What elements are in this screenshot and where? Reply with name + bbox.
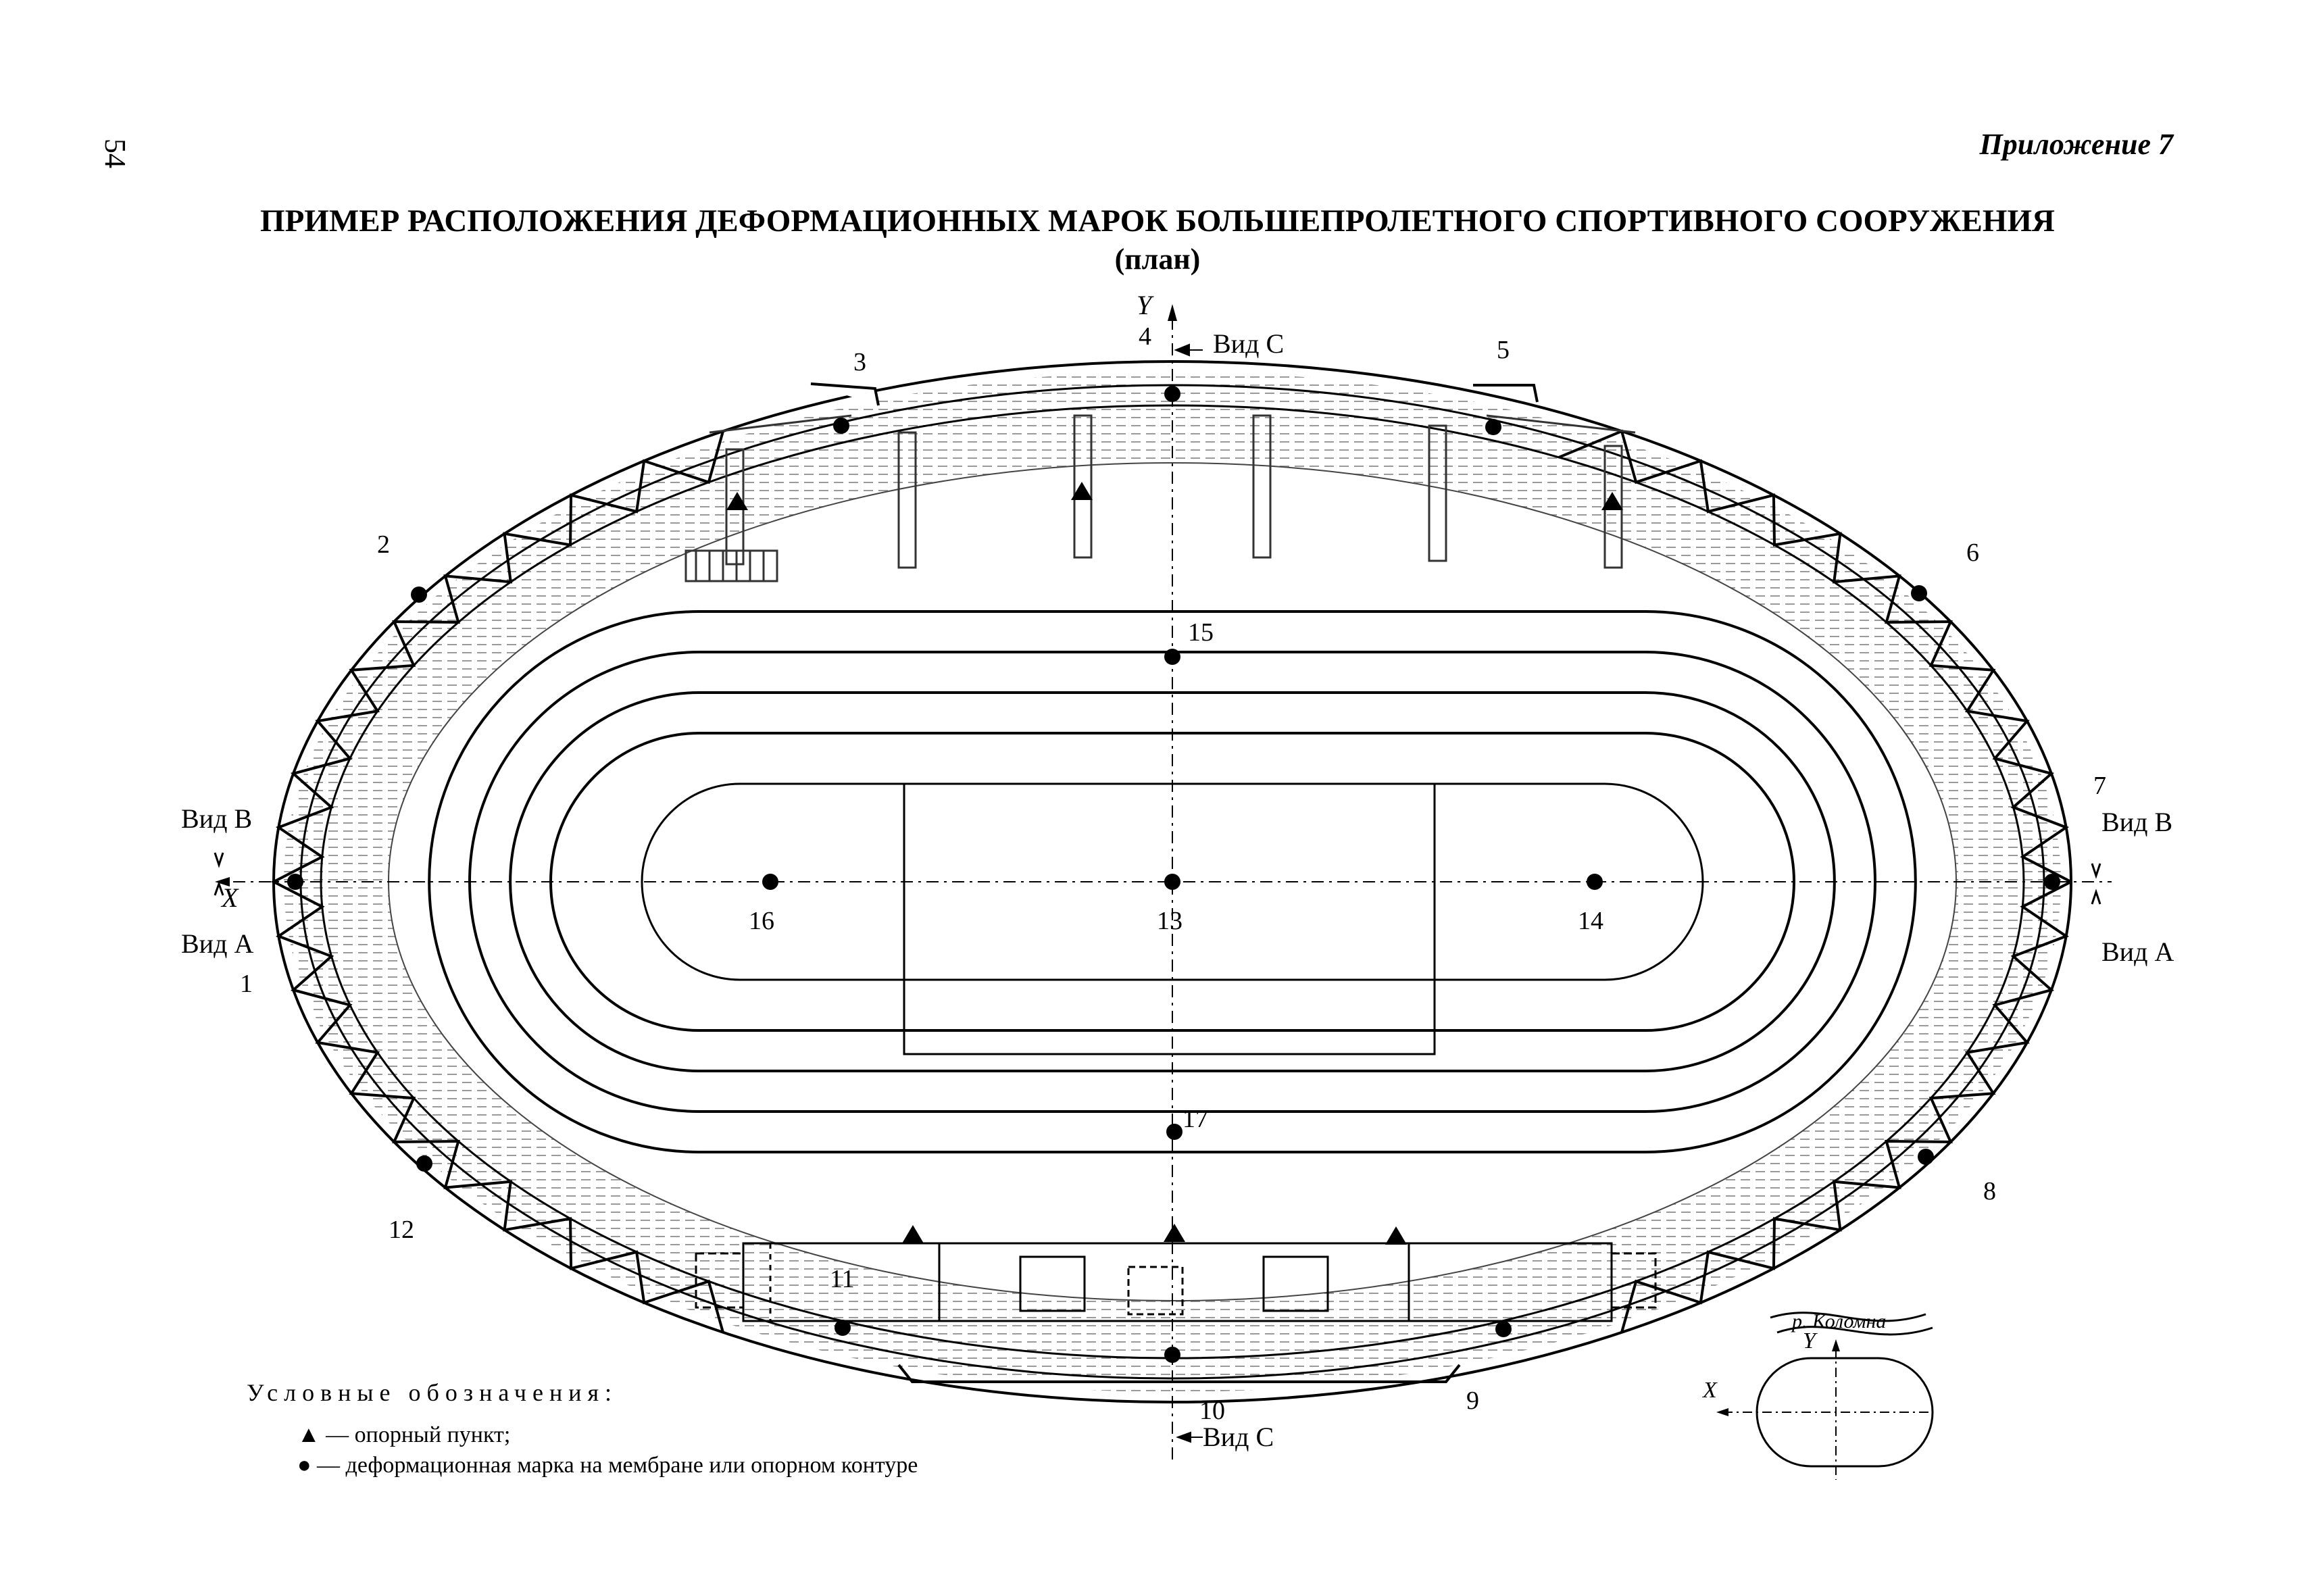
mark-12-dot	[416, 1155, 432, 1172]
view-a-right-arrow-icon	[2091, 889, 2101, 905]
reference-point-triangle	[1385, 1226, 1407, 1245]
mark-10-dot	[1164, 1347, 1180, 1363]
mark-2-label: 2	[377, 530, 390, 559]
running-track	[428, 610, 1917, 1153]
view-c-bottom-label: Вид С	[1203, 1422, 1274, 1452]
mark-12-label: 12	[389, 1216, 414, 1244]
mark-8-dot	[1918, 1149, 1934, 1165]
inset-stadium-outline	[1756, 1357, 1934, 1468]
view-c-bottom-arrow-icon	[1176, 1431, 1203, 1443]
mark-4-dot	[1164, 386, 1180, 402]
reference-points	[726, 482, 1623, 1245]
river-line-lower	[1776, 1326, 1933, 1336]
view-a-left-arrow-icon	[214, 880, 224, 896]
view-a-left-label: Вид А	[181, 928, 253, 959]
truss-zigzag	[270, 429, 2072, 1333]
mark-16-dot	[762, 874, 778, 890]
mark-15-dot	[1164, 649, 1180, 665]
location-inset: р. Коломна Y X	[1701, 1310, 1934, 1480]
mark-17-dot	[1166, 1124, 1183, 1140]
mark-9-label: 9	[1466, 1387, 1479, 1415]
inset-x-label: X	[1701, 1378, 1718, 1403]
view-c-top-arrow-icon	[1174, 343, 1203, 357]
mark-14-dot	[1587, 874, 1603, 890]
mark-16-label: 16	[749, 907, 774, 935]
river-label: р. Коломна	[1791, 1310, 1886, 1332]
view-b-left-arrow-icon	[214, 852, 224, 868]
view-b-right-arrow-icon	[2091, 863, 2101, 879]
bottom-building	[695, 1242, 1657, 1322]
y-axis-label: Y	[1137, 290, 1154, 320]
mark-11-label: 11	[830, 1265, 855, 1293]
appendix-label: Приложение 7	[1979, 128, 2173, 161]
mark-6-dot	[1911, 585, 1927, 601]
mark-3-label: 3	[853, 348, 866, 376]
view-a-right-label: Вид А	[2101, 937, 2174, 967]
inset-x-arrow-icon	[1716, 1408, 1728, 1416]
reference-point-triangle	[1164, 1224, 1185, 1242]
top-entrances	[810, 382, 1539, 406]
view-b-left-label: Вид В	[181, 803, 252, 834]
x-axis-label: X	[220, 882, 239, 913]
view-b-right-label: Вид В	[2101, 807, 2172, 837]
y-axis-arrow-icon	[1168, 304, 1177, 321]
mark-11-dot	[835, 1320, 851, 1336]
mark-17-label: 17	[1183, 1105, 1208, 1133]
legend-item-deformation-mark: ● — деформационная марка на мембране или…	[297, 1453, 918, 1478]
figure-subtitle: (план)	[1114, 243, 1201, 276]
mark-8-label: 8	[1983, 1177, 1996, 1205]
reference-point-triangle	[726, 492, 748, 510]
reference-point-triangle	[902, 1225, 924, 1243]
mark-5-dot	[1485, 419, 1501, 435]
mark-13-dot	[1164, 874, 1180, 890]
mark-5-label: 5	[1497, 336, 1510, 364]
reference-point-triangle	[1601, 492, 1623, 510]
reference-point-triangle	[1071, 482, 1093, 500]
mark-3-dot	[833, 418, 849, 434]
mark-15-label: 15	[1188, 618, 1214, 647]
mark-13-label: 13	[1157, 907, 1183, 935]
deformation-marks	[287, 386, 2060, 1363]
mark-4-label: 4	[1139, 322, 1151, 351]
river-line	[1770, 1312, 1926, 1322]
inset-y-label: Y	[1803, 1328, 1818, 1353]
mark-1-label: 1	[240, 970, 253, 998]
mark-7-dot	[2044, 874, 2060, 890]
mark-7-label: 7	[2093, 772, 2106, 800]
mark-2-dot	[411, 587, 427, 603]
inset-y-arrow-icon	[1832, 1339, 1840, 1351]
view-c-top-label: Вид С	[1213, 328, 1284, 359]
mark-14-label: 14	[1578, 907, 1603, 935]
figure-title: ПРИМЕР РАСПОЛОЖЕНИЯ ДЕФОРМАЦИОННЫХ МАРОК…	[260, 203, 2055, 239]
football-field	[903, 782, 1436, 1055]
mark-6-label: 6	[1966, 539, 1979, 567]
legend-item-reference-point: ▲ — опорный пункт;	[297, 1422, 511, 1447]
mark-10-label: 10	[1199, 1397, 1225, 1425]
legend-title: Условные обозначения:	[247, 1379, 618, 1406]
x-axis-arrow-icon	[215, 877, 230, 887]
mark-9-dot	[1495, 1321, 1512, 1337]
mark-1-dot	[287, 874, 303, 890]
bottom-entrances	[897, 1364, 1461, 1383]
